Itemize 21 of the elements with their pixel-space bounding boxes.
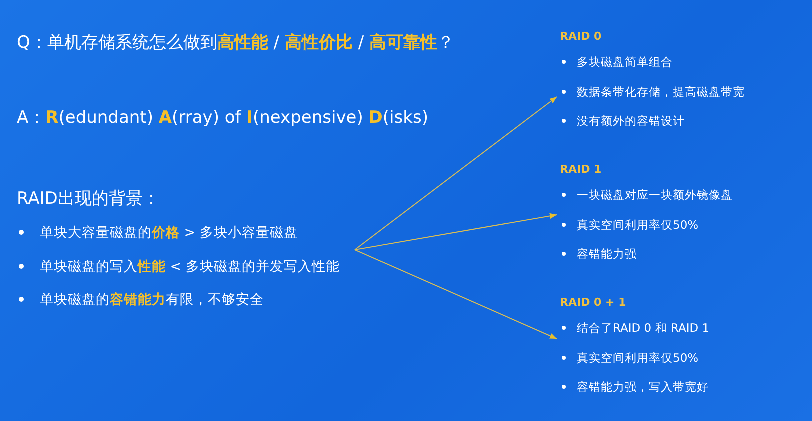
bullet-text: 没有额外的容错设计 <box>577 114 685 128</box>
question-text: Q：单机存储系统怎么做到高性能 / 高性价比 / 高可靠性？ <box>17 32 454 54</box>
bullet-text: 多块磁盘简单组合 <box>577 55 673 69</box>
bullet-text: 数据条带化存储，提高磁盘带宽 <box>577 84 745 98</box>
answer-text: A：R(edundant) A(rray) of I(nexpensive) D(isks) <box>17 107 428 129</box>
arrow <box>354 213 558 250</box>
bullet-text: 单块磁盘的容错能力有限，不够安全 <box>40 292 264 308</box>
heading: RAID 0 <box>560 30 602 43</box>
heading: RAID 1 <box>560 163 602 176</box>
arrow <box>354 250 558 340</box>
bullet-text: 真实空间利用率仅50% <box>577 350 699 364</box>
bullet-text: 一块磁盘对应一块额外镜像盘 <box>577 188 733 202</box>
bullet-text: 容错能力强，写入带宽好 <box>577 380 709 394</box>
bullet-text: 结合了RAID 0 和 RAID 1 <box>577 321 710 335</box>
bullet-text: 单块大容量磁盘的价格 > 多块小容量磁盘 <box>40 225 298 241</box>
bullet-text: 容错能力强 <box>577 247 637 261</box>
heading: RAID出现的背景： <box>17 189 160 209</box>
arrow <box>354 96 558 250</box>
heading: RAID 0 + 1 <box>560 296 626 309</box>
bullet-text: 真实空间利用率仅50% <box>577 218 699 232</box>
bullet-text: 单块磁盘的写入性能 < 多块磁盘的并发写入性能 <box>40 258 340 274</box>
